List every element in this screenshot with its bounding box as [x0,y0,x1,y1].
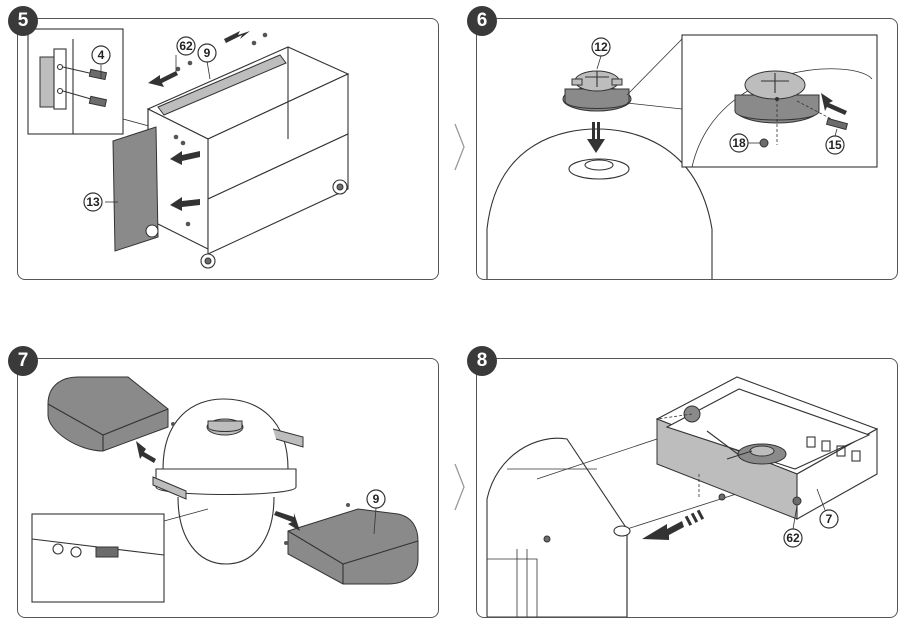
callout-7-label: 7 [826,512,833,526]
callout-13-label: 13 [86,195,100,209]
step-5-badge: 5 [8,6,38,36]
step-7-illustration [31,376,419,603]
callout-15-label: 15 [828,138,842,152]
step-8-panel: 7 62 [476,358,898,618]
step-8-illustration [486,376,879,617]
callout-9-step7-label: 9 [373,492,380,506]
step-8-badge: 8 [467,346,497,376]
door-panel [112,126,159,252]
chevron-right-icon [454,123,465,171]
callout-4 [91,45,111,65]
left-side-shelf [47,376,169,452]
step-7-panel: 9 [17,358,439,618]
step-5-panel: 4 62 9 13 [17,18,439,280]
right-side-shelf [287,508,419,585]
callout-12-label: 12 [594,40,608,54]
callout-9 [197,43,217,63]
chevron-right-icon-2 [454,463,465,511]
callout-13 [83,192,103,212]
step-7-badge: 7 [8,346,38,376]
callout-4-label: 4 [98,48,105,62]
callout-18-label: 18 [732,136,746,150]
callout-62-label: 62 [179,39,193,53]
callout-62 [176,36,196,56]
callout-9-label: 9 [204,46,211,60]
slide-direction-arrow [642,509,705,540]
callout-7 [819,509,839,529]
callout-62-step8-label: 62 [786,531,800,545]
step-6-panel: 12 18 15 [476,18,898,280]
direction-arrows [148,31,250,211]
step-6-illustration [486,34,878,279]
step-5-illustration [27,28,350,269]
bracket-inset [31,513,165,603]
step-6-badge: 6 [467,6,497,36]
